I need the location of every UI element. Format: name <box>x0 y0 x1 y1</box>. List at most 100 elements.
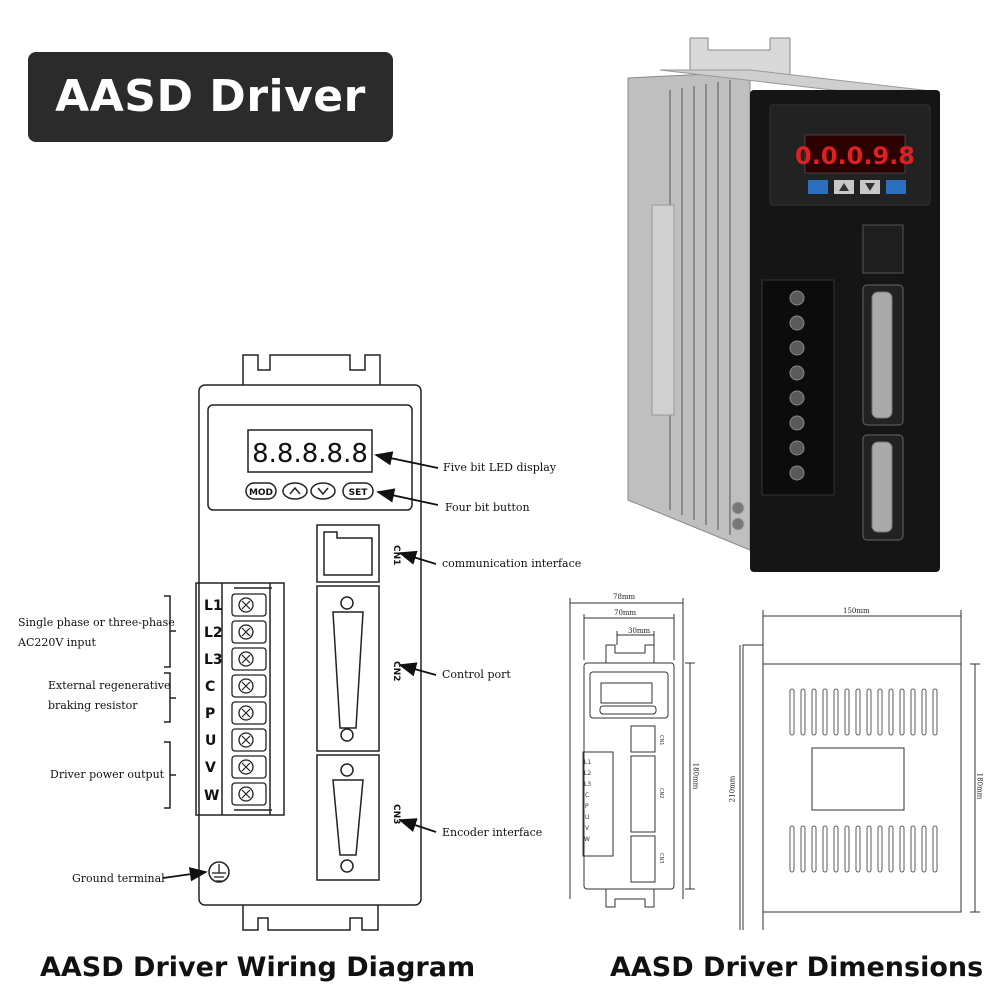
dim-terminal-l2: L2 <box>584 770 591 777</box>
ground-icon <box>212 864 226 882</box>
terminal-screws <box>231 593 267 806</box>
photo-up-arrow-icon <box>839 183 849 191</box>
label-regen-line1: External regenerative <box>48 679 171 692</box>
wiring-cn3-label: CN3 <box>391 804 401 824</box>
terminal-label-v: V <box>205 760 216 776</box>
label-power-out: Driver power output <box>50 768 165 781</box>
dim-front-bottom-mount <box>605 889 655 908</box>
arrow-comm <box>398 550 437 565</box>
photo-terminal-block <box>761 279 835 496</box>
caption-wiring: AASD Driver Wiring Diagram <box>40 952 476 983</box>
label-regen-line2: braking resistor <box>48 699 138 712</box>
label-led-display: Five bit LED display <box>443 461 557 474</box>
wiring-down-button <box>310 482 336 500</box>
arrow-led <box>374 451 439 469</box>
dim-terminal-c: C <box>585 792 589 799</box>
wiring-cn2-port <box>316 585 380 752</box>
wiring-mod-label: MOD <box>249 488 273 498</box>
wiring-up-arrow-icon <box>289 486 301 495</box>
wiring-mod-button <box>245 482 277 500</box>
dim-height-total: 210mm <box>728 775 737 803</box>
dim-front-led <box>600 682 653 704</box>
wiring-down-arrow-icon <box>317 487 329 496</box>
photo-led-digits: 0.0.0.9.8 <box>795 142 915 170</box>
wiring-up-button <box>282 482 308 500</box>
driver-photo: 0.0.0.9.8 <box>627 37 941 572</box>
dim-front-top-mount <box>605 644 655 663</box>
dim-width-inner: 70mm <box>614 609 637 617</box>
label-buttons: Four bit button <box>445 501 530 514</box>
photo-heatsink <box>627 71 751 551</box>
arrow-ground <box>162 867 208 882</box>
title-badge: AASD Driver <box>28 52 393 142</box>
photo-ground-screw <box>731 501 745 515</box>
wiring-cn1-label: CN1 <box>391 545 401 565</box>
dim-side-housing <box>762 663 962 913</box>
dim-side-window <box>811 747 905 811</box>
photo-mount-bracket <box>689 37 791 76</box>
bracket-power <box>164 741 176 809</box>
wiring-cn2-label: CN2 <box>391 661 401 681</box>
photo-down-arrow-icon <box>865 183 875 191</box>
wiring-set-button <box>342 482 374 500</box>
dim-width-outer: 78mm <box>613 593 636 601</box>
photo-top-lid <box>659 69 941 93</box>
photo-mod-button[interactable] <box>808 180 828 194</box>
photo-heatsink-bracket <box>651 204 675 416</box>
dim-front-cn2 <box>630 755 656 833</box>
terminal-label-p: P <box>205 706 215 722</box>
dim-front-cn3 <box>630 835 656 883</box>
bracket-input <box>164 595 176 668</box>
wiring-diagram: 8.8.8.8.8 MOD SET CN1 CN2 CN3 L1 L2 L3 C… <box>162 354 439 931</box>
arrow-encoder <box>398 818 437 833</box>
dim-cn3-label: CN3 <box>658 853 664 863</box>
dim-front-housing <box>583 662 675 890</box>
wiring-cn3-port <box>316 754 380 881</box>
wiring-top-mount <box>242 354 381 385</box>
wiring-bottom-mount <box>242 905 379 931</box>
terminal-label-l2: L2 <box>204 625 223 641</box>
label-input-line2: AC220V input <box>18 636 96 649</box>
dim-terminal-p: P <box>585 803 589 810</box>
wiring-ground-symbol <box>208 861 230 883</box>
photo-led-window <box>804 134 906 174</box>
label-input-line1: Single phase or three-phase <box>18 616 175 629</box>
dim-cn1-label: CN1 <box>658 735 664 745</box>
dim-cn2-label: CN2 <box>658 788 664 798</box>
dim-side-vents <box>789 688 938 873</box>
label-ground: Ground terminal <box>72 872 165 885</box>
dim-depth: 150mm <box>843 607 870 615</box>
photo-heatsink-fins <box>669 80 731 535</box>
label-encoder: Encoder interface <box>442 826 543 839</box>
wiring-led-digits: 8.8.8.8.8 <box>252 439 368 469</box>
dim-terminal-u: U <box>585 814 589 821</box>
bracket-regen <box>164 672 176 723</box>
terminal-label-u: U <box>205 733 216 749</box>
label-comm: communication interface <box>442 557 582 570</box>
wiring-terminal-block <box>195 582 285 816</box>
dim-terminal-v: V <box>585 825 590 832</box>
wiring-cn1-port <box>316 524 380 583</box>
dim-terminal-l3: L3 <box>584 781 591 788</box>
caption-dimensions: AASD Driver Dimensions <box>610 952 984 983</box>
dim-terminal-l1: L1 <box>584 759 591 766</box>
terminal-label-c: C <box>205 679 215 695</box>
dim-front-cn1 <box>630 725 656 753</box>
label-control: Control port <box>442 668 511 681</box>
arrow-buttons <box>376 488 439 506</box>
wiring-housing <box>198 384 422 906</box>
wiring-front-panel <box>207 404 413 511</box>
dim-width-top: 30mm <box>628 627 651 635</box>
arrow-control <box>398 662 437 677</box>
dim-height-front: 180mm <box>691 762 700 790</box>
dim-front-terminal <box>582 751 614 857</box>
wiring-set-label: SET <box>349 488 369 498</box>
terminal-label-l3: L3 <box>204 652 223 668</box>
wiring-led-window <box>247 429 373 473</box>
dimensions-diagram: L1 L2 L3 C P U V W CN1 CN2 CN3 <box>569 598 980 930</box>
terminal-label-l1: L1 <box>204 598 223 614</box>
photo-set-button[interactable] <box>886 180 906 194</box>
terminal-label-w: W <box>204 788 219 804</box>
dim-height-side: 180mm <box>975 772 984 800</box>
